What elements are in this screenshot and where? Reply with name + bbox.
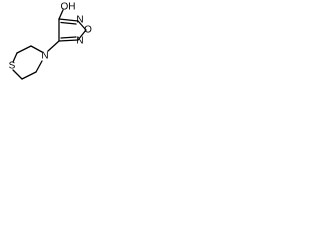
bond-n5-c4-double <box>60 36 77 39</box>
bond-o1-n5 <box>77 29 87 41</box>
bond-c-lower-c-right <box>21 71 37 80</box>
molecule-structure: OH N O N N S <box>9 2 92 80</box>
bond-c3-oh <box>58 9 64 20</box>
structure-canvas: OH N O N N S <box>0 0 98 98</box>
label-ring-oxygen: O <box>84 25 92 36</box>
atom-labels: OH N O N N S <box>9 2 92 72</box>
oxadiazole-ring <box>58 18 87 42</box>
bond-c-left-s <box>12 52 18 63</box>
bond-n-c-upper <box>30 45 43 53</box>
bond-c3-n2-double <box>60 21 77 25</box>
bond-c-right-n <box>35 60 43 73</box>
label-ring-nitrogen-bottom: N <box>76 36 83 47</box>
thiomorpholine-ring <box>12 45 43 80</box>
bond-c-upper-c-left <box>16 45 32 54</box>
label-morpholine-nitrogen: N <box>41 51 48 62</box>
bond-c4-n-thiomorpholine <box>47 40 60 52</box>
label-hydroxyl: OH <box>61 2 76 13</box>
bond-c3-n2 <box>58 18 79 22</box>
label-thio-sulfur: S <box>9 61 16 72</box>
bond-s-c-lower <box>12 69 23 80</box>
bond-n5-c4 <box>58 39 79 42</box>
bond-n2-o1 <box>77 20 87 31</box>
label-ring-nitrogen-top: N <box>76 15 83 26</box>
